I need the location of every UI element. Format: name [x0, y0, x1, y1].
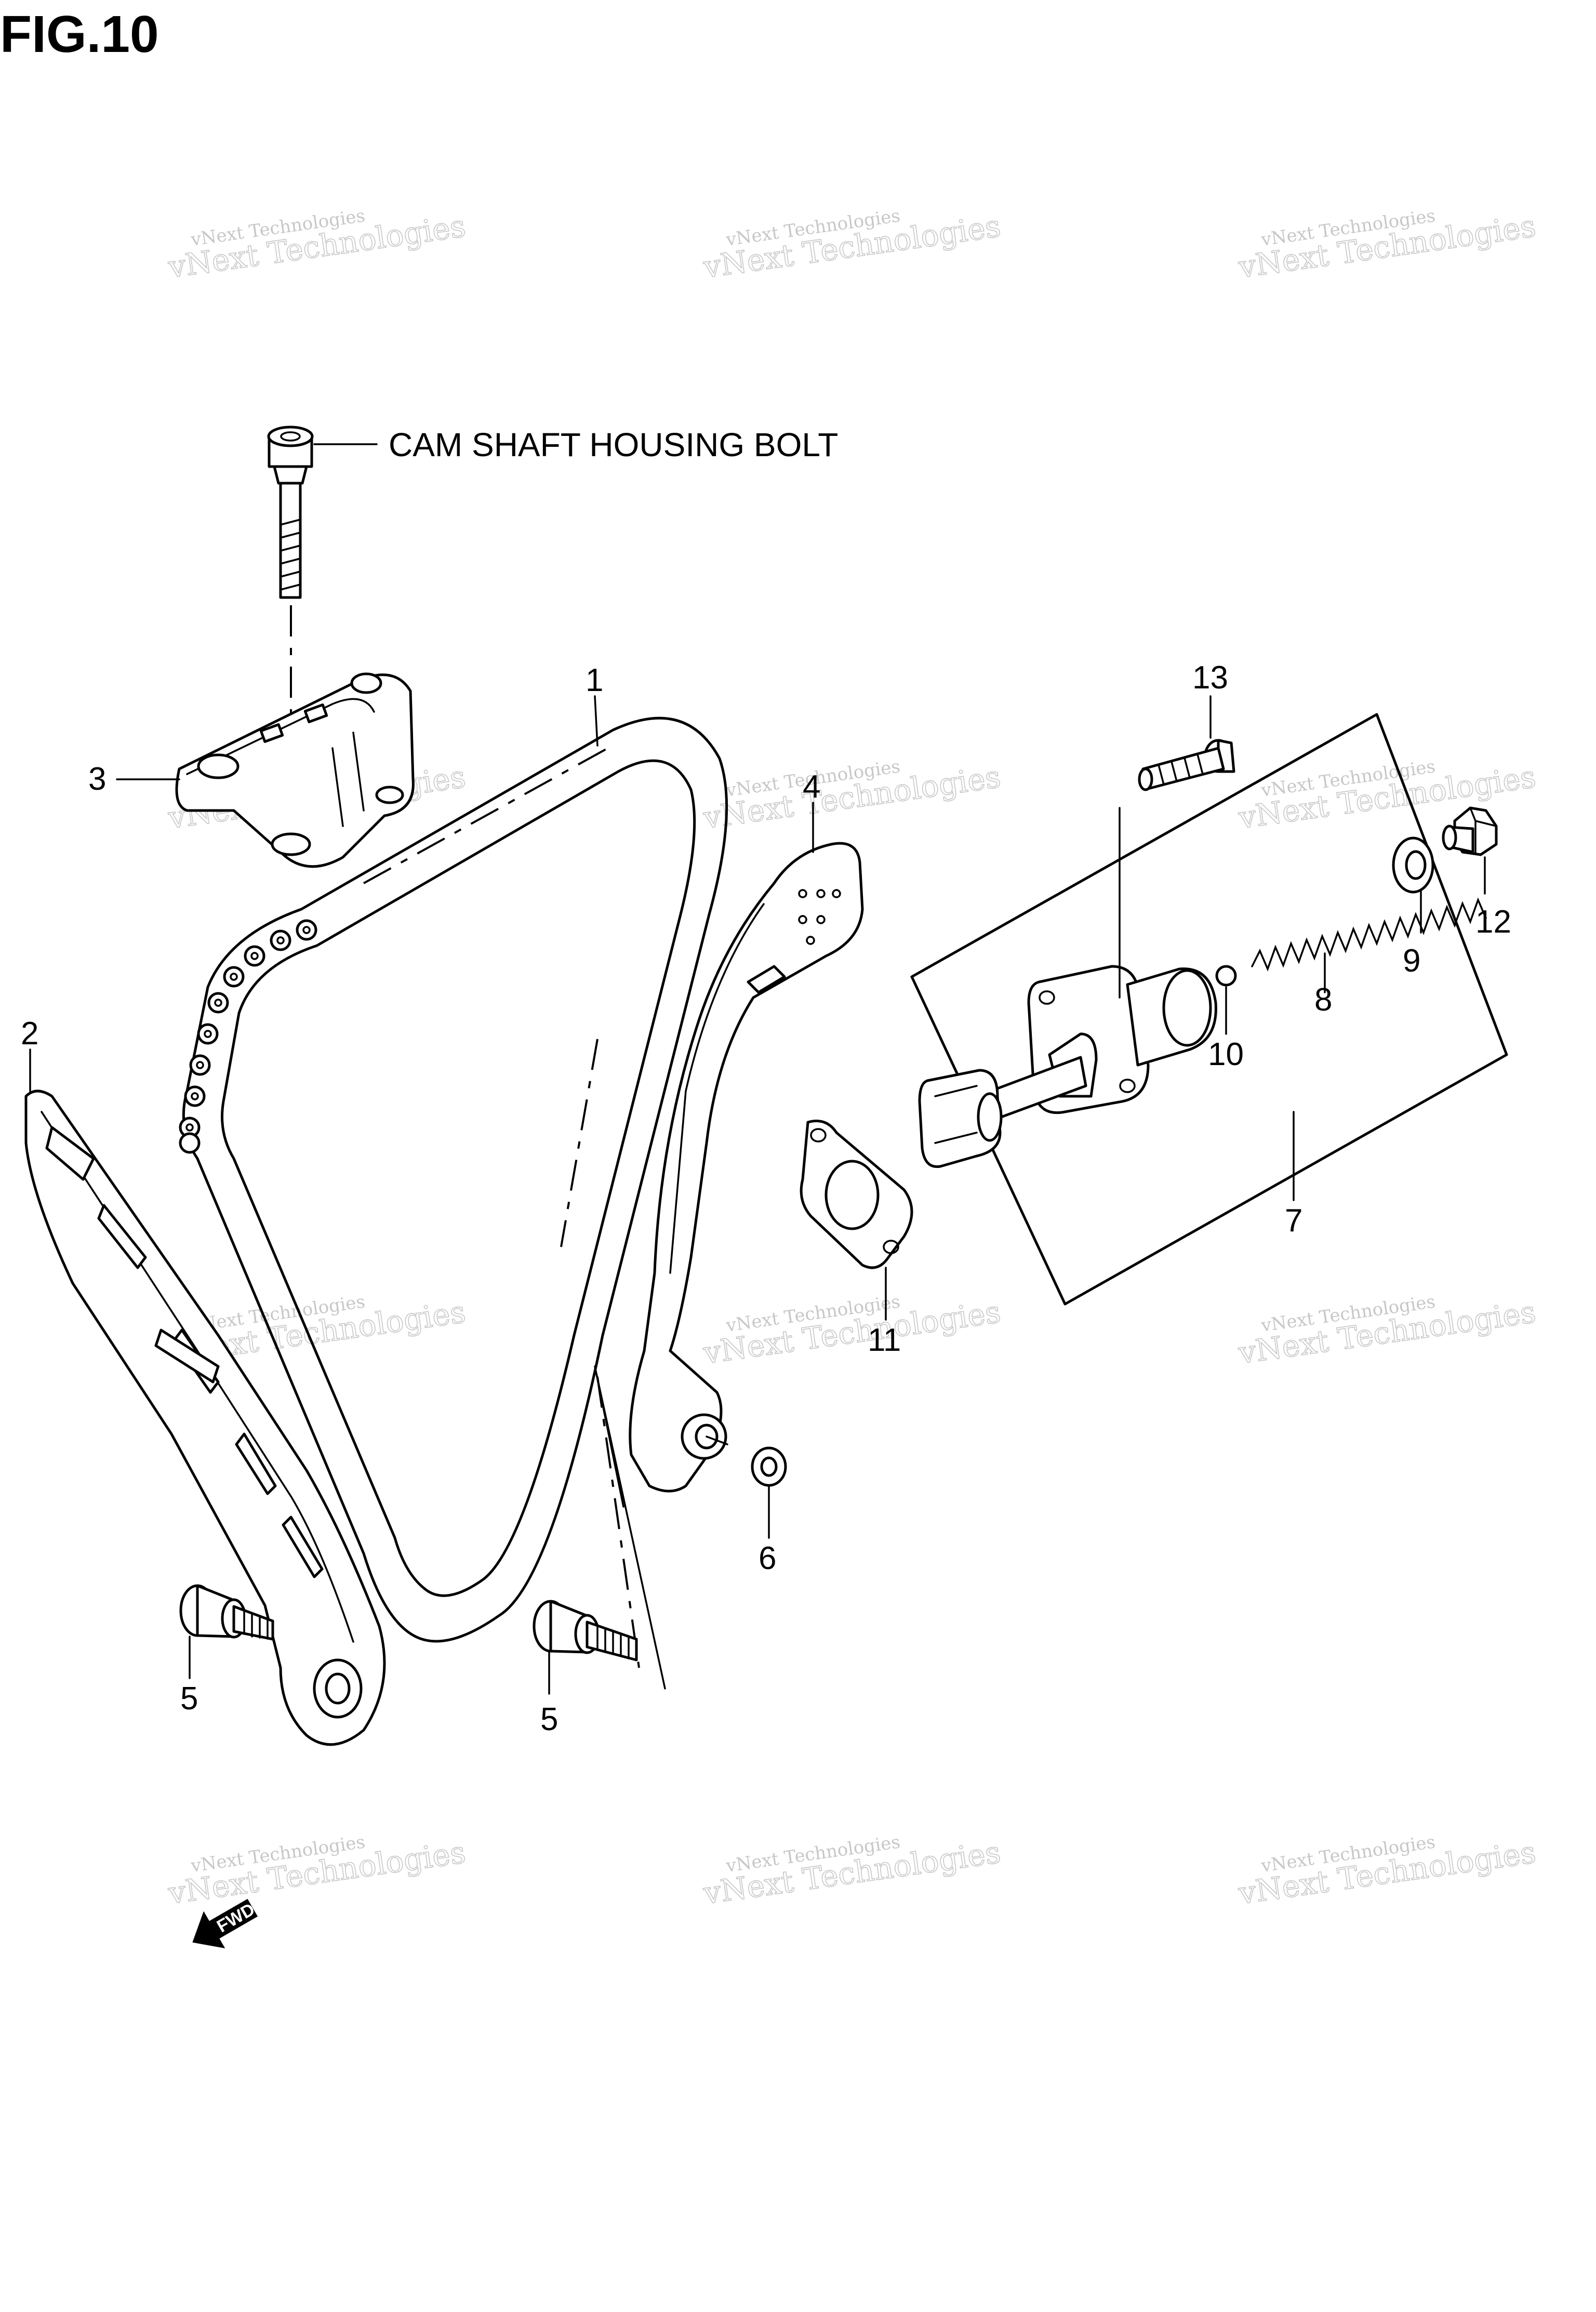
part-10-washer[interactable] — [1392, 836, 1434, 894]
callout-4: 4 — [803, 769, 820, 805]
pivot-axis-line — [596, 1376, 640, 1668]
part-8-spring[interactable] — [1251, 897, 1487, 972]
watermark: vNext Technologies vNext Technologies — [700, 1291, 1003, 1371]
callout-2: 2 — [21, 1016, 38, 1052]
watermark: vNext Technologies vNext Technologies — [700, 756, 1003, 836]
callout-11: 10 — [1208, 1037, 1244, 1072]
callout-10: 9 — [1403, 943, 1420, 979]
watermark: vNext Technologies vNext Technologies — [700, 1831, 1003, 1911]
part-3-chain-guide-bracket[interactable] — [175, 672, 415, 868]
callout-1-leader — [594, 695, 598, 747]
chain-links — [179, 919, 317, 1154]
watermark: vNext Technologies vNext Technologies — [165, 1831, 468, 1911]
part-6-washer[interactable] — [751, 1446, 787, 1487]
callout-9: 12 — [1475, 904, 1511, 940]
watermark: vNext Technologies vNext Technologies — [1235, 1831, 1538, 1911]
part-2-chain-guide[interactable] — [24, 1089, 386, 1746]
part-7-cam-chain-tensioner[interactable] — [918, 965, 1217, 1168]
watermark: vNext Technologies vNext Technologies — [1235, 1291, 1538, 1371]
cam-shaft-housing-bolt[interactable] — [267, 426, 314, 599]
fwd-label: FWD — [214, 1899, 258, 1937]
callout-1: 1 — [586, 662, 603, 698]
part-13-tensioner-bolt[interactable] — [1138, 739, 1235, 791]
part-12-gasket[interactable] — [800, 1120, 913, 1269]
callout-7: 7 — [1285, 1203, 1302, 1239]
callout-3: 3 — [88, 761, 106, 797]
part-5-pivot-bolt-right[interactable] — [533, 1600, 638, 1662]
part-4-tensioner-arm[interactable] — [629, 842, 864, 1493]
part-11-ball[interactable] — [1215, 965, 1237, 987]
callout-5-right: 5 — [540, 1702, 558, 1737]
watermark: vNext Technologies vNext Technologies — [165, 205, 468, 285]
part-9-plug-bolt[interactable] — [1442, 806, 1498, 856]
callout-6: 6 — [759, 1540, 776, 1576]
callout-8: 8 — [1314, 982, 1332, 1018]
part-5-pivot-bolt-left[interactable] — [179, 1584, 274, 1641]
cam-shaft-housing-bolt-label: CAM SHAFT HOUSING BOLT — [389, 426, 838, 463]
figure-title: FIG.10 — [0, 5, 159, 63]
part-7-assembly-box — [910, 713, 1508, 1306]
watermark: vNext Technologies vNext Technologies — [1235, 205, 1538, 285]
callout-5-left: 5 — [180, 1681, 198, 1717]
watermark: vNext Technologies vNext Technologies — [700, 205, 1003, 285]
part-1-timing-chain[interactable] — [179, 716, 728, 1643]
callout-13: 13 — [1192, 660, 1228, 696]
callout-12: 11 — [868, 1322, 901, 1358]
